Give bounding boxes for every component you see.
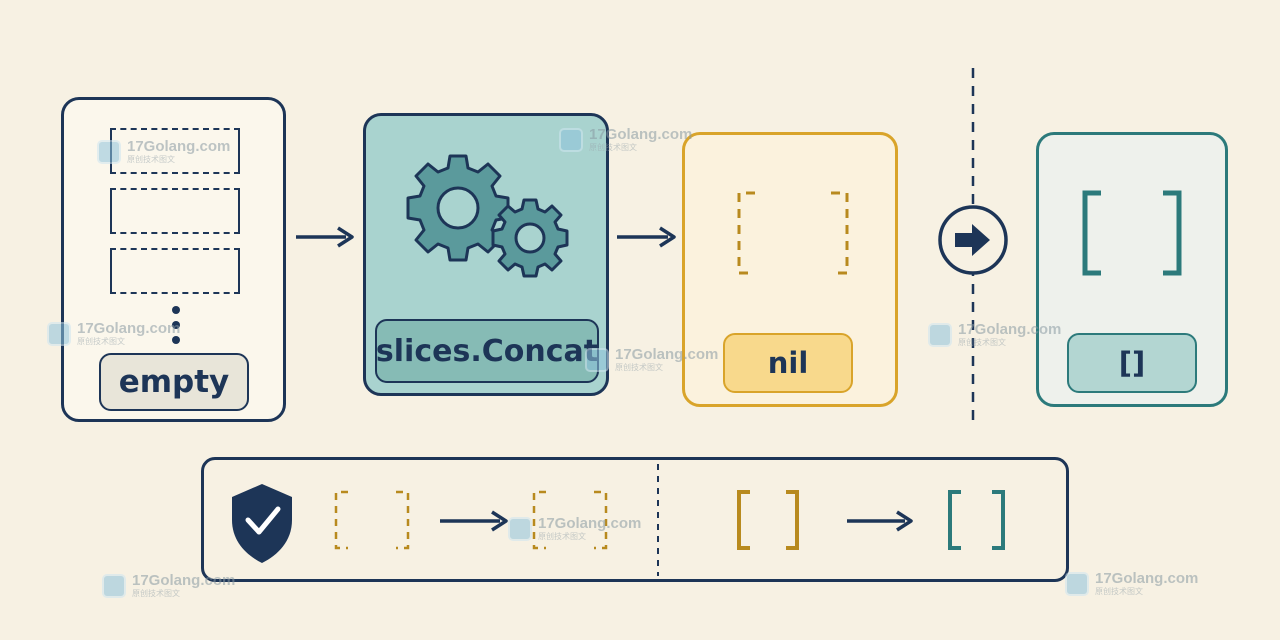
- bottom-arrow-2: [847, 510, 913, 532]
- nil-brackets-icon: [737, 191, 849, 275]
- watermark-text: 17Golang.com: [538, 515, 642, 532]
- watermark-text: 17Golang.com: [958, 321, 1062, 338]
- gold-brackets-small: [737, 490, 799, 550]
- watermark-logo-icon: [1065, 571, 1089, 596]
- watermark-logo-icon: [97, 139, 121, 164]
- bottom-summary-panel: [201, 457, 1069, 582]
- watermark-text: 17Golang.com: [77, 320, 181, 337]
- watermark-subtext: 原创技术图文: [1095, 587, 1143, 596]
- empty-slot-2: [110, 188, 240, 234]
- watermark-subtext: 原创技术图文: [615, 363, 663, 372]
- bottom-arrow-1: [440, 510, 508, 532]
- watermark-subtext: 原创技术图文: [958, 338, 1006, 347]
- watermark-logo-icon: [102, 573, 126, 598]
- watermark-logo-icon: [508, 516, 532, 541]
- watermark-text: 17Golang.com: [132, 572, 236, 589]
- result-brackets-icon: [1082, 190, 1182, 276]
- watermark-logo-icon: [928, 322, 952, 347]
- nil-brackets-small-1: [334, 490, 410, 550]
- result-label: []: [1067, 333, 1197, 393]
- nil-label: nil: [723, 333, 853, 393]
- concat-label: slices.Concat: [375, 319, 599, 383]
- watermark-subtext: 原创技术图文: [538, 532, 586, 541]
- gears-icon: [406, 154, 569, 278]
- watermark-logo-icon: [585, 347, 609, 372]
- teal-brackets-small: [948, 490, 1005, 550]
- arrow-empty-to-concat: [296, 226, 354, 248]
- watermark-text: 17Golang.com: [1095, 570, 1199, 587]
- concat-function-box: slices.Concat: [363, 113, 609, 396]
- watermark-subtext: 原创技术图文: [77, 337, 125, 346]
- empty-slice-result-box: []: [1036, 132, 1228, 407]
- ellipsis-icon: [172, 306, 180, 344]
- arrow-right-circle-icon: [938, 205, 1008, 275]
- watermark-subtext: 原创技术图文: [127, 155, 175, 164]
- watermark-text: 17Golang.com: [127, 138, 231, 155]
- empty-slice-box: empty: [61, 97, 286, 422]
- watermark-text: 17Golang.com: [589, 126, 693, 143]
- nil-brackets-small-2: [532, 490, 608, 550]
- watermark-text: 17Golang.com: [615, 346, 719, 363]
- watermark-logo-icon: [47, 321, 71, 346]
- empty-label: empty: [99, 353, 249, 411]
- shield-check-icon: [232, 484, 292, 563]
- watermark-subtext: 原创技术图文: [589, 143, 637, 152]
- watermark-subtext: 原创技术图文: [132, 589, 180, 598]
- nil-result-box: nil: [682, 132, 898, 407]
- watermark-logo-icon: [559, 127, 583, 152]
- arrow-concat-to-nil: [617, 226, 676, 248]
- empty-slot-3: [110, 248, 240, 294]
